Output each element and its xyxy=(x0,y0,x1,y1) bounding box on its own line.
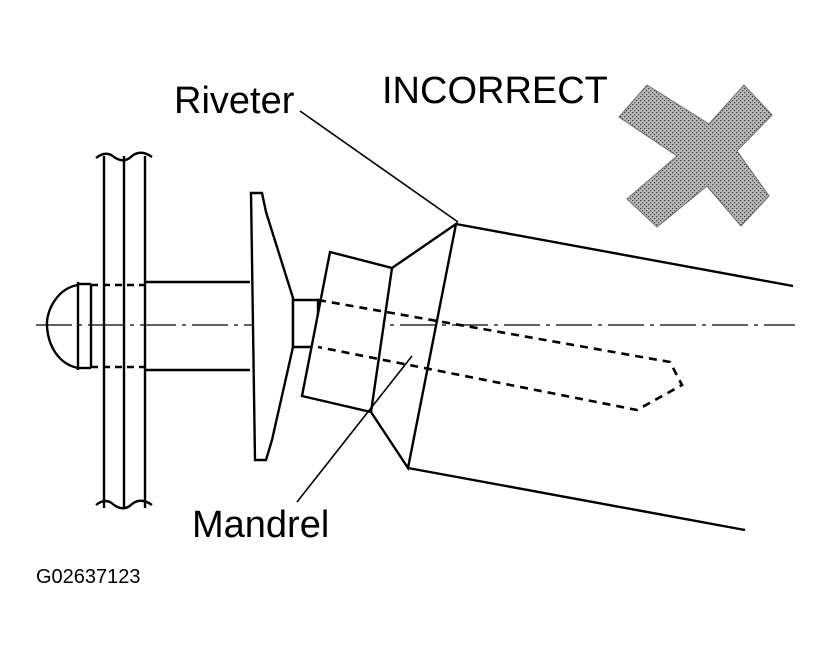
riveter-label: Riveter xyxy=(174,80,295,122)
rivet-head xyxy=(45,282,93,370)
incorrect-label: INCORRECT xyxy=(382,70,608,112)
rivet-body xyxy=(91,280,250,372)
leader-lines xyxy=(296,110,459,503)
cross-x-icon xyxy=(618,84,773,228)
riveter-tool xyxy=(300,221,794,532)
figure-id: G02637123 xyxy=(36,566,141,588)
mandrel-label: Mandrel xyxy=(192,504,330,546)
riveter-leader xyxy=(299,110,459,223)
workpiece-panel xyxy=(95,151,153,510)
rivet-flange xyxy=(249,191,295,462)
mandrel-leader xyxy=(296,355,413,503)
